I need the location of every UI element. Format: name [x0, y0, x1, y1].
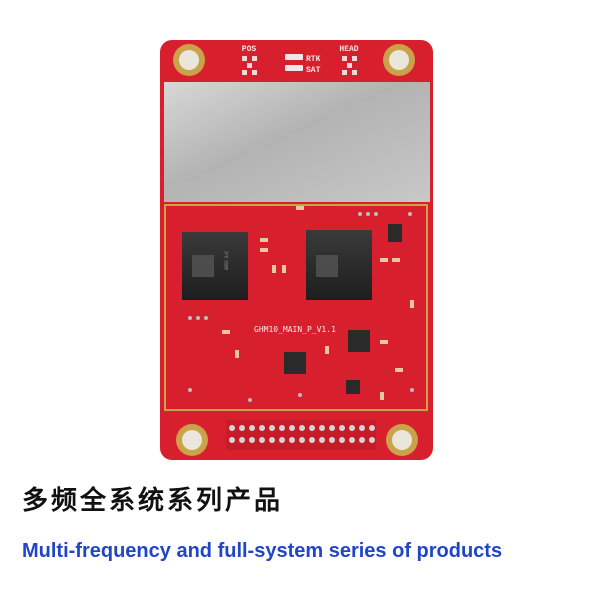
- silk-sat-label: SAT: [306, 66, 321, 75]
- status-leds: [285, 54, 303, 71]
- rf-shield: [164, 82, 430, 202]
- product-title-chinese: 多频全系统系列产品: [22, 486, 284, 516]
- shield-frame-outline: [164, 204, 428, 411]
- gnss-board-photo: POS HEAD RTK SAT GNSS SoC: [160, 40, 433, 460]
- svg-text:GNSS SoC: GNSS SoC: [224, 250, 229, 270]
- silk-head-label: HEAD: [339, 45, 358, 54]
- small-ics: [284, 224, 402, 394]
- led-cluster-pos: [242, 56, 257, 75]
- product-title-english: Multi-frequency and full-system series o…: [22, 540, 503, 562]
- vias: [188, 212, 414, 402]
- pcb-illustration: POS HEAD RTK SAT GNSS SoC: [160, 40, 433, 460]
- mounting-hole-bottom-left: [176, 424, 208, 456]
- silk-rtk-label: RTK: [306, 55, 321, 64]
- processor-chip-left: GNSS SoC: [182, 232, 248, 300]
- silk-board-model: GHM10_MAIN_P_V1.1: [254, 325, 336, 334]
- mounting-hole-bottom-right: [386, 424, 418, 456]
- pin-header: [226, 420, 376, 450]
- passive-components: [222, 206, 414, 400]
- led-cluster-head: [342, 56, 357, 75]
- mounting-hole-top-right: [383, 44, 415, 76]
- processor-chip-right: [306, 230, 372, 300]
- silk-pos-label: POS: [242, 45, 257, 54]
- mounting-hole-top-left: [173, 44, 205, 76]
